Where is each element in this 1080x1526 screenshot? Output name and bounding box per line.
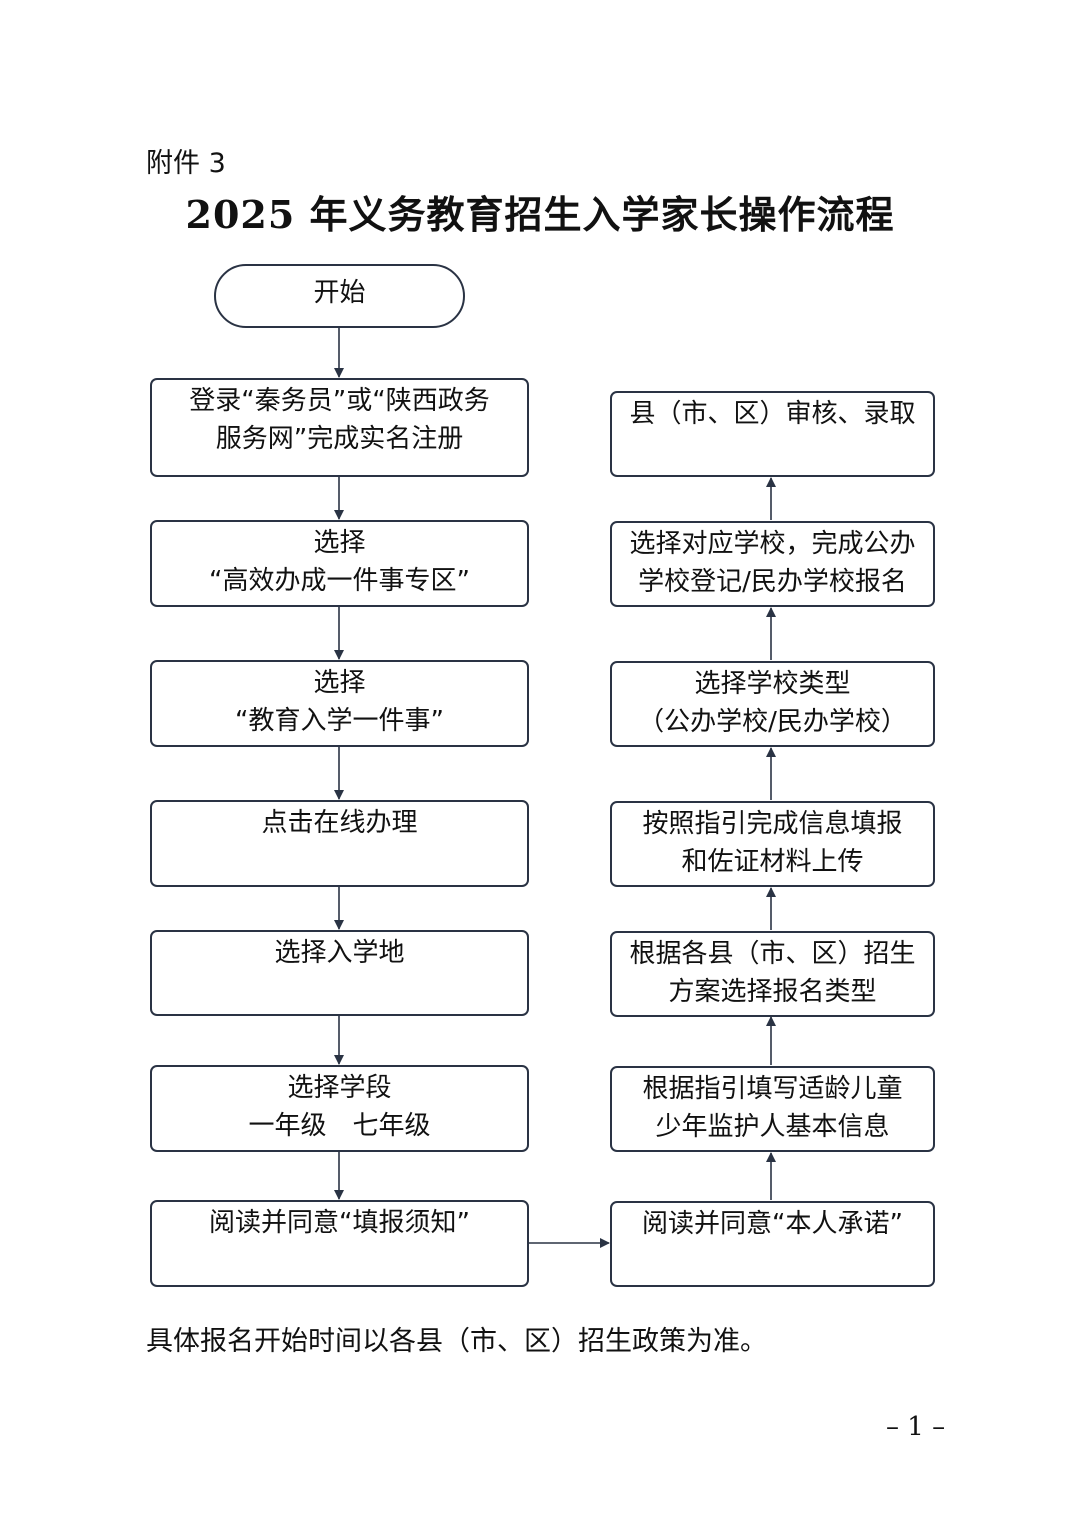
step-text: 选择对应学校，完成公办 bbox=[629, 529, 916, 559]
step-text: 选择学校类型 bbox=[694, 669, 851, 699]
step-text: 按照指引完成信息填报 bbox=[642, 809, 903, 839]
step-text: 和佐证材料上传 bbox=[681, 847, 864, 877]
step-text: （公办学校/民办学校） bbox=[638, 707, 907, 737]
step-read-promise: 阅读并同意“本人承诺” bbox=[610, 1201, 935, 1287]
step-text: 根据各县（市、区）招生 bbox=[629, 939, 916, 969]
step-upload-materials: 按照指引完成信息填报 和佐证材料上传 bbox=[610, 801, 935, 887]
footer-note: 具体报名开始时间以各县（市、区）招生政策为准。 bbox=[146, 1326, 767, 1357]
step-text: 一年级 七年级 bbox=[248, 1111, 431, 1141]
step-login-register: 登录“秦务员”或“陕西政务 服务网”完成实名注册 bbox=[150, 378, 529, 477]
step-text: 阅读并同意“本人承诺” bbox=[642, 1209, 903, 1239]
step-text: “教育入学一件事” bbox=[235, 706, 444, 736]
step-text: 阅读并同意“填报须知” bbox=[209, 1208, 470, 1238]
step-text: 点击在线办理 bbox=[261, 808, 418, 838]
step-select-education: 选择 “教育入学一件事” bbox=[150, 660, 529, 747]
step-text: 少年监护人基本信息 bbox=[655, 1112, 890, 1142]
step-text: 登录“秦务员”或“陕西政务 bbox=[189, 386, 490, 416]
step-text: 县（市、区）审核、录取 bbox=[629, 399, 916, 429]
step-school-type: 选择学校类型 （公办学校/民办学校） bbox=[610, 661, 935, 747]
step-text: 选择 bbox=[313, 668, 366, 698]
step-text: “高效办成一件事专区” bbox=[209, 566, 470, 596]
step-text: 服务网”完成实名注册 bbox=[215, 424, 464, 454]
step-text: 学校登记/民办学校报名 bbox=[638, 567, 907, 597]
start-label: 开始 bbox=[313, 278, 366, 308]
step-registration-type: 根据各县（市、区）招生 方案选择报名类型 bbox=[610, 931, 935, 1017]
step-select-grade: 选择学段 一年级 七年级 bbox=[150, 1065, 529, 1152]
step-read-notice: 阅读并同意“填报须知” bbox=[150, 1200, 529, 1287]
step-text: 根据指引填写适龄儿童 bbox=[642, 1074, 903, 1104]
step-select-zone: 选择 “高效办成一件事专区” bbox=[150, 520, 529, 607]
attachment-label: 附件 3 bbox=[146, 148, 226, 179]
step-text: 方案选择报名类型 bbox=[668, 977, 877, 1007]
step-text: 选择学段 bbox=[287, 1073, 392, 1103]
step-review-admission: 县（市、区）审核、录取 bbox=[610, 391, 935, 477]
step-guardian-info: 根据指引填写适龄儿童 少年监护人基本信息 bbox=[610, 1066, 935, 1152]
start-node: 开始 bbox=[214, 264, 465, 328]
step-online-handle: 点击在线办理 bbox=[150, 800, 529, 887]
page-title: 2025 年义务教育招生入学家长操作流程 bbox=[185, 192, 895, 237]
step-select-location: 选择入学地 bbox=[150, 930, 529, 1016]
step-text: 选择 bbox=[313, 528, 366, 558]
step-text: 选择入学地 bbox=[274, 938, 405, 968]
page-number: – 1 – bbox=[886, 1412, 946, 1442]
step-select-school: 选择对应学校，完成公办 学校登记/民办学校报名 bbox=[610, 521, 935, 607]
